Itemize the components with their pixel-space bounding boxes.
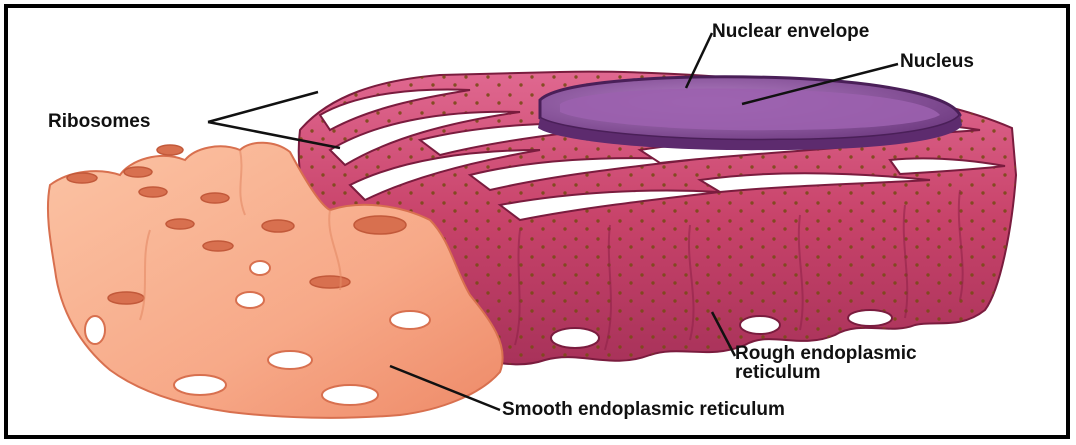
label-rough-er: Rough endoplasmic reticulum <box>735 344 917 382</box>
label-nuclear-envelope: Nuclear envelope <box>712 22 869 41</box>
label-ribosomes: Ribosomes <box>48 112 150 131</box>
ribosomes-leader-1 <box>208 92 318 122</box>
label-smooth-er: Smooth endoplasmic reticulum <box>502 400 785 419</box>
label-rough-er-line1: Rough endoplasmic <box>735 344 917 363</box>
label-rough-er-line2: reticulum <box>735 363 917 382</box>
label-nucleus: Nucleus <box>900 52 974 71</box>
nucleus-shape <box>538 77 962 150</box>
